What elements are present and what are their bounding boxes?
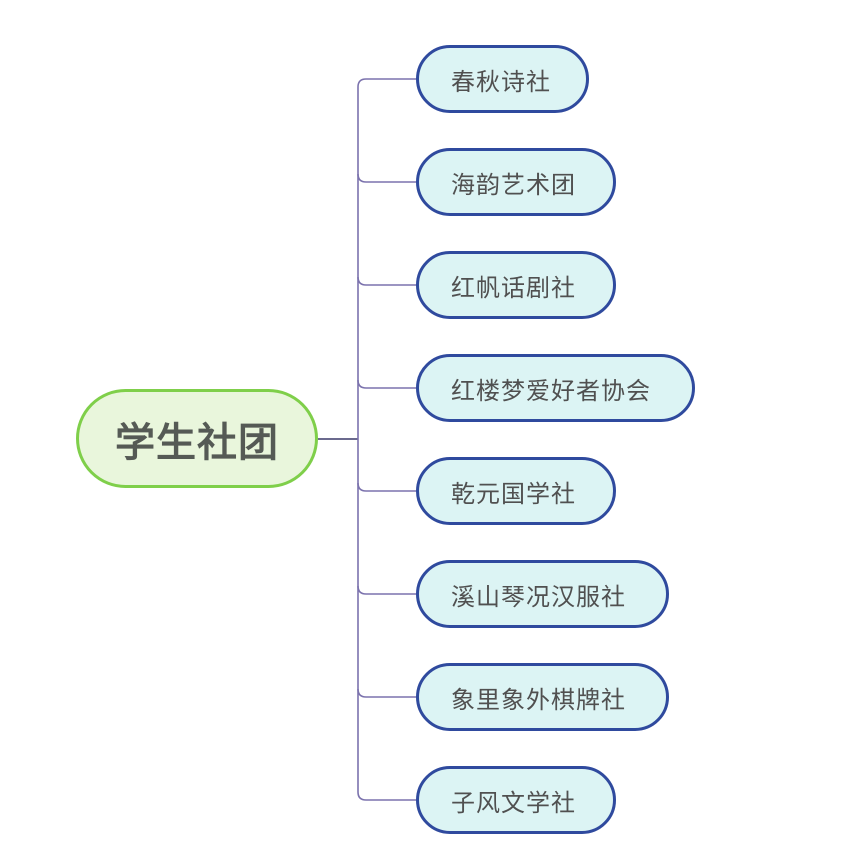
branch-connector <box>357 173 416 183</box>
child-label: 乾元国学社 <box>451 479 576 508</box>
child-node-zifeng-literature[interactable]: 子风文学社 <box>416 766 616 834</box>
root-label: 学生社团 <box>115 418 279 466</box>
child-label: 海韵艺术团 <box>451 170 576 199</box>
branch-connector <box>357 791 416 801</box>
child-label: 子风文学社 <box>451 788 576 817</box>
branch-connector <box>357 78 416 88</box>
child-label: 溪山琴况汉服社 <box>451 582 626 611</box>
child-label: 红楼梦爱好者协会 <box>451 376 651 405</box>
child-label: 春秋诗社 <box>451 67 551 96</box>
branch-connector <box>357 585 416 595</box>
child-node-xiangli-chess[interactable]: 象里象外棋牌社 <box>416 663 669 731</box>
branch-lines <box>357 78 416 801</box>
child-node-haiyun-art[interactable]: 海韵艺术团 <box>416 148 616 216</box>
root-node[interactable]: 学生社团 <box>76 389 318 488</box>
branch-connector <box>357 688 416 698</box>
child-node-red-chamber-society[interactable]: 红楼梦爱好者协会 <box>416 354 695 422</box>
branch-connector <box>357 379 416 389</box>
child-node-hongfan-drama[interactable]: 红帆话剧社 <box>416 251 616 319</box>
branch-connector <box>357 482 416 492</box>
child-node-xishan-hanfu[interactable]: 溪山琴况汉服社 <box>416 560 669 628</box>
branch-connector <box>357 276 416 286</box>
child-label: 红帆话剧社 <box>451 273 576 302</box>
child-node-chunqiu-poetry[interactable]: 春秋诗社 <box>416 45 589 113</box>
child-node-qianyuan-sinology[interactable]: 乾元国学社 <box>416 457 616 525</box>
child-label: 象里象外棋牌社 <box>451 685 626 714</box>
